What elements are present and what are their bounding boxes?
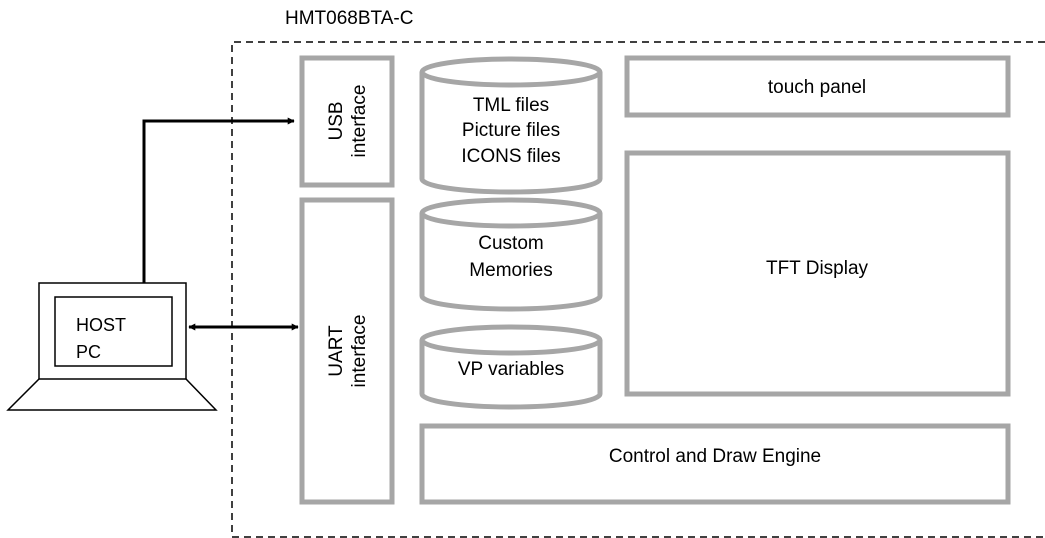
files-storage-label-line3: ICONS files	[461, 146, 560, 167]
vp-variables-cylinder	[419, 324, 603, 410]
files-storage-cylinder	[419, 56, 603, 195]
touch-panel-label: touch panel	[768, 77, 866, 98]
touch-panel-block	[624, 55, 1011, 118]
host-pc-screen	[54, 296, 173, 367]
custom-memories-label-line2: Memories	[469, 260, 552, 281]
host-pc-base	[6, 378, 218, 411]
uart-interface-label-line1: UART	[326, 325, 347, 377]
control-draw-engine-label: Control and Draw Engine	[609, 446, 821, 467]
host-pc-label-line2: PC	[76, 342, 101, 362]
module-boundary	[231, 41, 1045, 538]
uart-interface-label-line2: interface	[349, 315, 370, 388]
control-draw-engine-block	[419, 423, 1011, 505]
tft-display-label: TFT Display	[766, 258, 869, 279]
files-storage-label-line2: Picture files	[462, 120, 560, 141]
host-pc: HOST PC	[6, 282, 218, 411]
vp-variables-label: VP variables	[458, 359, 564, 380]
uart-interface-block	[299, 197, 395, 505]
files-storage-label-line1: TML files	[473, 95, 549, 116]
usb-interface-label-line1: USB	[326, 101, 347, 140]
usb-connection-arrow	[142, 117, 295, 283]
tft-display-block	[624, 150, 1011, 397]
host-pc-label-line1: HOST	[76, 315, 126, 335]
usb-interface-label-line2: interface	[349, 85, 370, 158]
custom-memories-label-line1: Custom	[478, 233, 543, 254]
device-title: HMT068BTA-C	[285, 8, 413, 29]
custom-memories-cylinder	[419, 197, 603, 312]
usb-interface-block	[299, 55, 395, 188]
